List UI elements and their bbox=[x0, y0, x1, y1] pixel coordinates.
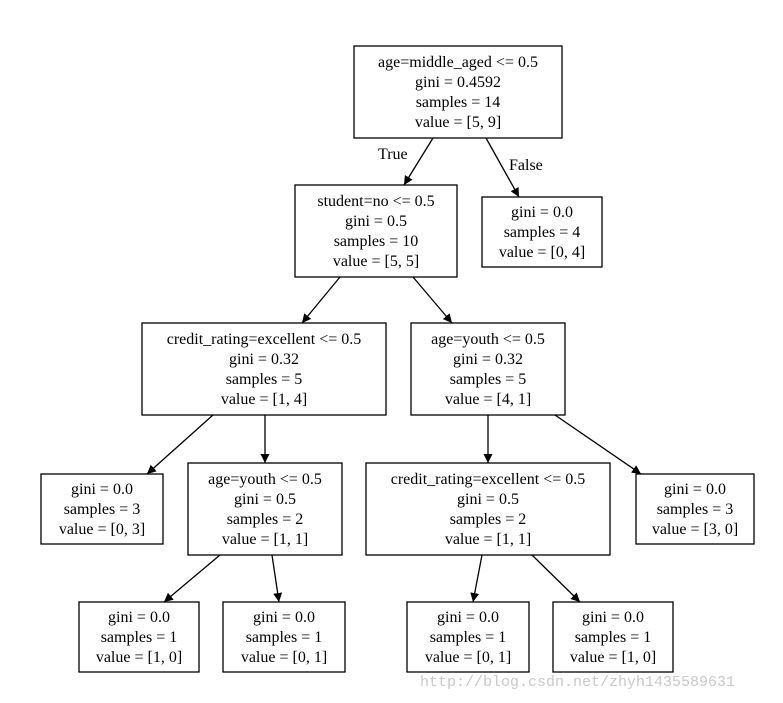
edge-arrow bbox=[531, 554, 581, 603]
tree-node-n9: gini = 0.0 samples = 1 value = [1, 0] bbox=[78, 601, 200, 673]
tree-edges bbox=[146, 137, 642, 603]
node-text-line: value = [0, 4] bbox=[499, 244, 585, 261]
edge-label-true: True bbox=[378, 146, 408, 163]
node-text-line: samples = 2 bbox=[450, 511, 527, 528]
node-text-line: gini = 0.4592 bbox=[415, 74, 501, 91]
node-text-line: age=middle_aged <= 0.5 bbox=[378, 54, 538, 71]
node-text-line: credit_rating=excellent <= 0.5 bbox=[391, 471, 586, 488]
edge-arrow bbox=[146, 414, 214, 475]
node-text-line: samples = 10 bbox=[334, 233, 419, 250]
node-text-line: gini = 0.5 bbox=[234, 491, 296, 508]
node-box bbox=[481, 196, 603, 268]
node-box bbox=[78, 601, 200, 673]
node-text-line: student=no <= 0.5 bbox=[317, 193, 434, 210]
node-text-line: value = [1, 0] bbox=[96, 649, 182, 666]
node-text-line: samples = 3 bbox=[64, 501, 141, 518]
edge-arrow bbox=[301, 276, 341, 324]
node-text-line: value = [0, 1] bbox=[241, 649, 327, 666]
node-text-line: value = [0, 1] bbox=[425, 649, 511, 666]
tree-node-n10: gini = 0.0 samples = 1 value = [0, 1] bbox=[222, 601, 346, 673]
node-text-line: value = [1, 0] bbox=[570, 649, 656, 666]
node-text-line: samples = 1 bbox=[575, 629, 652, 646]
tree-node-n6: age=youth <= 0.5 gini = 0.5 samples = 2 val… bbox=[187, 462, 343, 556]
edge-arrow bbox=[271, 554, 283, 603]
edge-label-false: False bbox=[509, 157, 543, 174]
node-text-line: samples = 4 bbox=[504, 224, 581, 241]
node-text-line: gini = 0.0 bbox=[664, 481, 726, 498]
node-text-line: value = [1, 1] bbox=[445, 531, 531, 548]
node-text-line: samples = 5 bbox=[226, 371, 303, 388]
node-text-line: samples = 5 bbox=[450, 371, 527, 388]
node-text-line: gini = 0.5 bbox=[345, 213, 407, 230]
tree-node-n11: gini = 0.0 samples = 1 value = [0, 1] bbox=[406, 601, 530, 673]
node-text-line: gini = 0.0 bbox=[582, 609, 644, 626]
node-box bbox=[635, 473, 755, 545]
node-box bbox=[353, 45, 563, 139]
node-box bbox=[40, 473, 164, 545]
tree-node-n5: gini = 0.0 samples = 3 value = [0, 3] bbox=[40, 473, 164, 545]
tree-node-n1: student=no <= 0.5 gini = 0.5 samples = 10 v… bbox=[294, 184, 458, 278]
node-box bbox=[222, 601, 346, 673]
edge-arrow bbox=[470, 554, 483, 603]
edge-arrow bbox=[485, 137, 520, 198]
node-box bbox=[187, 462, 343, 556]
node-text-line: samples = 1 bbox=[101, 629, 178, 646]
tree-nodes: age=middle_aged <= 0.5 gini = 0.4592 sampl… bbox=[40, 45, 755, 673]
node-text-line: samples = 1 bbox=[246, 629, 323, 646]
node-text-line: credit_rating=excellent <= 0.5 bbox=[167, 331, 362, 348]
edge-arrow bbox=[554, 414, 642, 475]
node-text-line: value = [0, 3] bbox=[59, 521, 145, 538]
node-box bbox=[410, 322, 566, 416]
node-box bbox=[141, 322, 387, 416]
node-box bbox=[552, 601, 674, 673]
tree-node-n3: credit_rating=excellent <= 0.5 gini = 0.3… bbox=[141, 322, 387, 416]
node-text-line: gini = 0.0 bbox=[71, 481, 133, 498]
node-box bbox=[365, 462, 611, 556]
edge-arrow bbox=[163, 554, 221, 603]
node-text-line: value = [3, 0] bbox=[652, 521, 738, 538]
tree-node-n12: gini = 0.0 samples = 1 value = [1, 0] bbox=[552, 601, 674, 673]
node-text-line: value = [5, 5] bbox=[333, 253, 419, 270]
node-box bbox=[294, 184, 458, 278]
tree-node-n4: age=youth <= 0.5 gini = 0.32 samples = 5 va… bbox=[410, 322, 566, 416]
node-text-line: samples = 2 bbox=[227, 511, 304, 528]
node-text-line: age=youth <= 0.5 bbox=[208, 471, 322, 488]
tree-node-n8: gini = 0.0 samples = 3 value = [3, 0] bbox=[635, 473, 755, 545]
node-text-line: value = [4, 1] bbox=[445, 391, 531, 408]
node-text-line: samples = 3 bbox=[657, 501, 734, 518]
tree-node-n0: age=middle_aged <= 0.5 gini = 0.4592 sampl… bbox=[353, 45, 563, 139]
node-text-line: samples = 1 bbox=[430, 629, 507, 646]
watermark-url: http://blog.csdn.net/zhyh1435589631 bbox=[420, 674, 736, 691]
node-text-line: age=youth <= 0.5 bbox=[431, 331, 545, 348]
node-text-line: gini = 0.32 bbox=[453, 351, 523, 368]
tree-node-n2: gini = 0.0 samples = 4 value = [0, 4] bbox=[481, 196, 603, 268]
node-text-line: gini = 0.0 bbox=[511, 204, 573, 221]
node-text-line: value = [1, 1] bbox=[222, 531, 308, 548]
node-text-line: gini = 0.5 bbox=[457, 491, 519, 508]
tree-node-n7: credit_rating=excellent <= 0.5 gini = 0.5… bbox=[365, 462, 611, 556]
edge-arrow bbox=[412, 276, 453, 324]
edge-labels: True False bbox=[378, 146, 543, 174]
node-box bbox=[406, 601, 530, 673]
node-text-line: gini = 0.32 bbox=[229, 351, 299, 368]
edge-arrow bbox=[403, 137, 434, 186]
node-text-line: gini = 0.0 bbox=[108, 609, 170, 626]
node-text-line: gini = 0.0 bbox=[253, 609, 315, 626]
node-text-line: samples = 14 bbox=[416, 94, 501, 111]
node-text-line: gini = 0.0 bbox=[437, 609, 499, 626]
node-text-line: value = [5, 9] bbox=[415, 114, 501, 131]
node-text-line: value = [1, 4] bbox=[221, 391, 307, 408]
